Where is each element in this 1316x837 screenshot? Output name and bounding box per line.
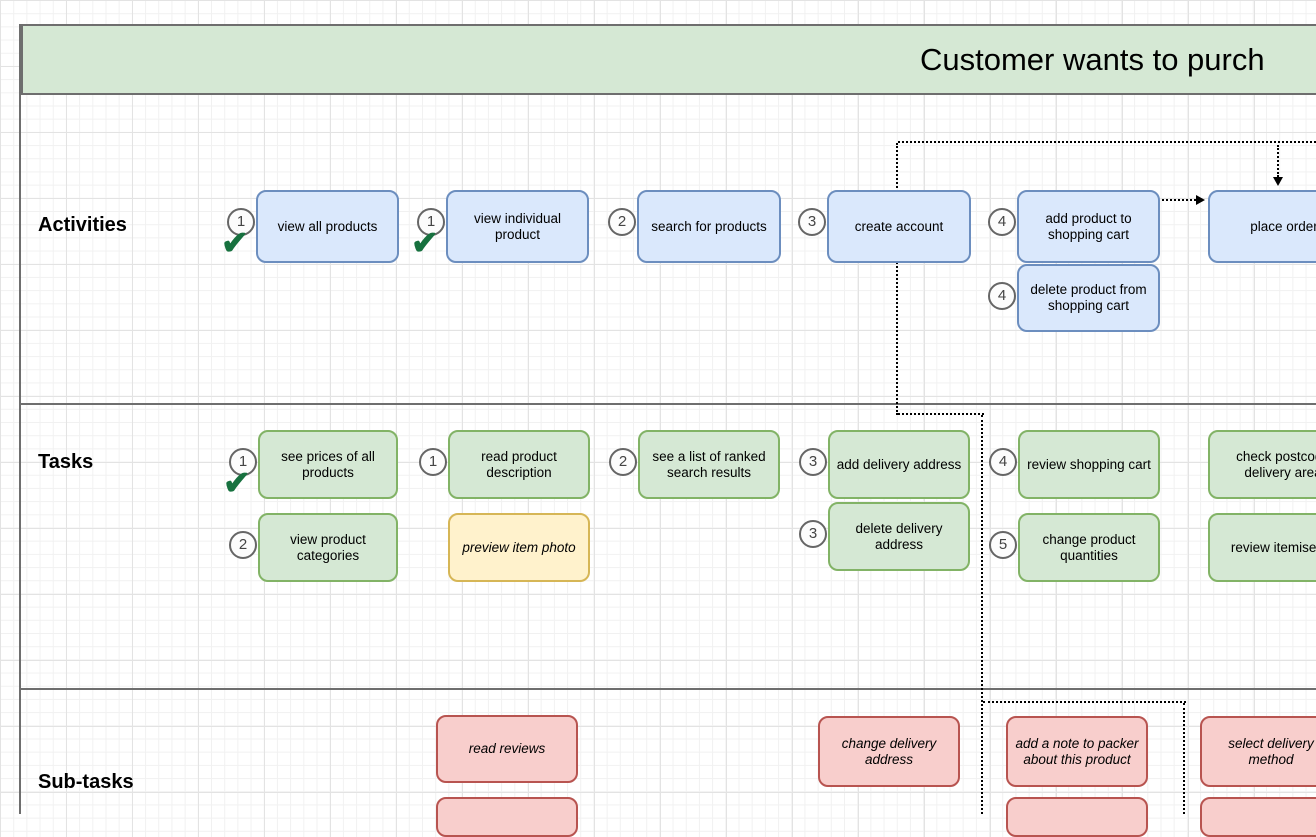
task-see-prices-of-all-products[interactable]: see prices of all products 1✔ [223,430,398,499]
task-review-shopping-cart[interactable]: review shopping cart 4 [989,430,1160,499]
activity-place-order-label: place order [1250,218,1316,234]
activity-search-for-products-label: search for products [651,218,767,234]
activity-view-individual-product[interactable]: view individual product 1✔ [411,190,589,263]
task-preview-item-photo-label: preview item photo [462,539,576,555]
subtask-read-reviews[interactable]: read reviews [436,715,578,783]
arrow-into-place-order-top[interactable] [1277,145,1279,177]
subtask-add-note-to-packer[interactable]: add a note to packer about this product [1006,716,1148,787]
arrow-add-to-cart-to-place-order-arrowhead-icon [1196,195,1205,205]
activity-add-product-to-cart-label: add product to shopping cart [1045,210,1132,242]
lane-divider-activities-tasks [19,403,1316,405]
task-see-ranked-search-results[interactable]: see a list of ranked search results 2 [609,430,780,499]
subtask-read-reviews-label: read reviews [468,741,546,756]
task-review-itemised[interactable]: review itemised o [1208,513,1316,582]
activity-place-order[interactable]: place order [1208,190,1316,263]
task-change-product-quantities[interactable]: change product quantities 5 [989,513,1160,582]
subtask-partial-3[interactable] [1200,797,1316,837]
task-read-product-description-label: read product description [481,448,557,480]
flow-elbow-subtasks[interactable] [983,701,1186,703]
check-mark-icon[interactable]: ✔ [411,224,439,261]
subtask-select-delivery-method-label: select delivery method [1228,735,1314,767]
task-read-product-description[interactable]: read product description 1 [419,430,590,499]
diagram-title: Customer wants to purch [920,41,1265,77]
task-review-shopping-cart-priority-badge[interactable]: 4 [989,448,1017,476]
activity-add-product-to-cart[interactable]: add product to shopping cart 4 [988,190,1160,263]
lane-divider-tasks-subtasks [19,688,1316,690]
task-change-product-quantities-label: change product quantities [1042,531,1136,563]
diagram-title-bar[interactable]: Customer wants to purch [21,24,1316,95]
activity-view-all-products-priority-badge[interactable]: 1 [227,208,255,236]
flow-subtask-column-down[interactable] [1183,703,1185,814]
flow-top-horizontal[interactable] [898,141,1316,143]
activity-delete-product-from-cart-label: delete product from shopping cart [1030,282,1147,313]
activity-view-all-products-label: view all products [277,218,378,234]
activity-delete-product-from-cart-priority-badge[interactable]: 4 [988,282,1016,310]
activity-view-individual-product-label: view individual product [473,210,562,242]
activity-create-account[interactable]: create account 3 [798,190,971,263]
task-see-ranked-search-results-priority-badge[interactable]: 2 [609,448,637,476]
subtask-change-delivery-address-label: change delivery address [841,735,937,767]
check-mark-icon[interactable]: ✔ [221,224,249,261]
task-delete-delivery-address-priority-badge[interactable]: 3 [799,520,827,548]
activity-create-account-priority-badge[interactable]: 3 [798,208,826,236]
task-see-prices-of-all-products-label: see prices of all products [281,448,375,480]
swimlane-left-border [19,24,21,814]
task-preview-item-photo[interactable]: preview item photo [448,513,590,582]
task-add-delivery-address-label: add delivery address [836,456,962,472]
activity-create-account-label: create account [854,218,944,234]
arrow-add-to-cart-to-place-order[interactable] [1162,199,1196,201]
check-mark-icon[interactable]: ✔ [223,464,251,501]
lane-label-activities: Activities [38,214,127,236]
task-read-product-description-priority-badge[interactable]: 1 [419,448,447,476]
flow-through-create-account[interactable] [896,143,898,415]
task-add-delivery-address-priority-badge[interactable]: 3 [799,448,827,476]
activity-search-for-products[interactable]: search for products 2 [608,190,781,263]
lane-label-subtasks: Sub-tasks [38,771,134,793]
task-delete-delivery-address[interactable]: delete delivery address 3 [799,502,970,571]
activity-view-all-products[interactable]: view all products 1✔ [221,190,399,263]
task-see-prices-of-all-products-priority-badge[interactable]: 1 [229,448,257,476]
flow-column-down[interactable] [981,415,983,814]
task-see-ranked-search-results-label: see a list of ranked search results [652,448,766,480]
task-change-product-quantities-priority-badge[interactable]: 5 [989,531,1017,559]
flow-elbow-to-column[interactable] [898,413,984,415]
lane-label-tasks: Tasks [38,451,94,473]
subtask-partial-1[interactable] [436,797,578,837]
task-review-shopping-cart-label: review shopping cart [1027,456,1151,472]
task-view-product-categories-label: view product categories [290,531,366,563]
subtask-partial-2[interactable] [1006,797,1148,837]
task-review-itemised-label: review itemised o [1230,539,1316,555]
subtask-add-note-to-packer-label: add a note to packer about this product [1015,735,1139,767]
subtask-change-delivery-address[interactable]: change delivery address [818,716,960,787]
activity-delete-product-from-cart[interactable]: delete product from shopping cart 4 [988,264,1160,332]
activity-add-product-to-cart-priority-badge[interactable]: 4 [988,208,1016,236]
activity-search-for-products-priority-badge[interactable]: 2 [608,208,636,236]
task-view-product-categories-priority-badge[interactable]: 2 [229,531,257,559]
task-view-product-categories[interactable]: view product categories 2 [229,513,398,582]
activity-view-individual-product-priority-badge[interactable]: 1 [417,208,445,236]
task-add-delivery-address[interactable]: add delivery address 3 [799,430,970,499]
subtask-select-delivery-method[interactable]: select delivery method [1200,716,1316,787]
task-delete-delivery-address-label: delete delivery address [855,520,943,552]
arrow-into-place-order-top-arrowhead-icon [1273,177,1283,186]
